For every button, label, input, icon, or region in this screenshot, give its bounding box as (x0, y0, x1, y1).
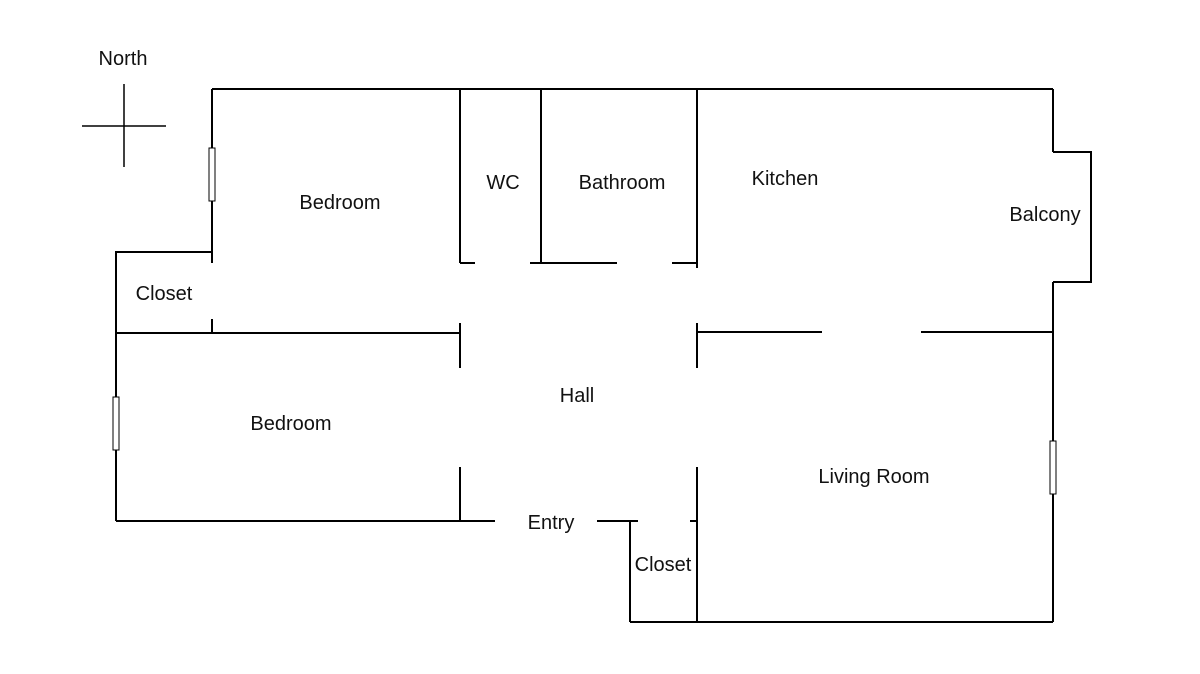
room-label-kitchen: Kitchen (752, 168, 819, 190)
room-label-bedroom-bottom: Bedroom (250, 413, 331, 435)
room-labels: Bedroom WC Bathroom Kitchen Balcony Clos… (136, 168, 1081, 576)
room-label-entry: Entry (528, 512, 575, 534)
entry-closet-outline (597, 520, 638, 622)
window-top-bedroom (208, 147, 216, 202)
window-living-room (1049, 440, 1057, 495)
room-label-closet-left: Closet (136, 283, 193, 305)
room-label-balcony: Balcony (1009, 204, 1080, 226)
compass-north-label: North (99, 48, 148, 70)
room-label-bedroom-top: Bedroom (299, 192, 380, 214)
closet-left-outline (115, 251, 212, 333)
room-label-wc: WC (486, 172, 519, 194)
window-bottom-bedroom (112, 396, 120, 451)
balcony-outline (1053, 151, 1092, 283)
windows (112, 147, 1057, 495)
room-label-closet-entry: Closet (635, 554, 692, 576)
walls (115, 88, 1092, 623)
room-label-living-room: Living Room (818, 466, 929, 488)
room-label-hall: Hall (560, 385, 594, 407)
room-label-bathroom: Bathroom (579, 172, 666, 194)
compass: North (82, 48, 166, 167)
